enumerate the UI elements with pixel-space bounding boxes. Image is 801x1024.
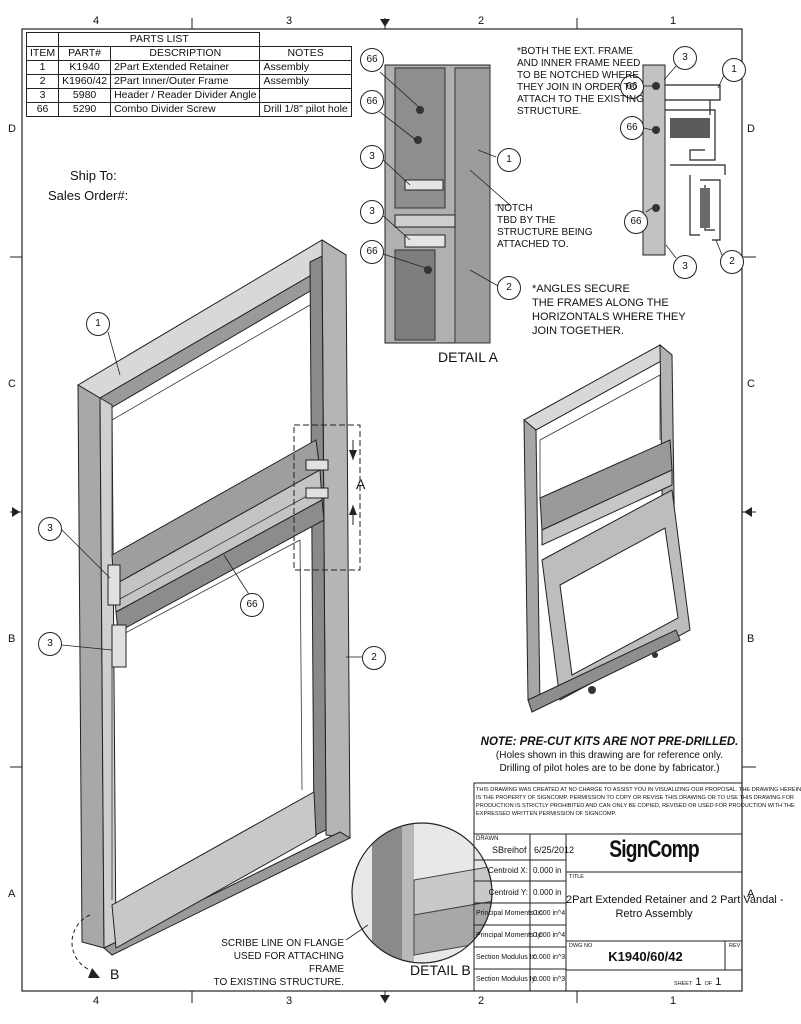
dwg-no: K1940/60/42 <box>608 949 683 964</box>
prop-label: Centroid Y: <box>488 888 528 897</box>
callout-1: 1 <box>497 148 521 172</box>
zone-left-c: C <box>8 378 16 390</box>
callout-3: 3 <box>673 46 697 70</box>
zone-top-1: 1 <box>670 15 677 27</box>
callout-66: 66 <box>624 210 648 234</box>
zone-right-a: A <box>747 888 755 900</box>
callout-3: 3 <box>360 200 384 224</box>
zone-bottom-1: 1 <box>670 995 677 1007</box>
callout-66: 66 <box>620 116 644 140</box>
prop-value: 0.000 in^4 <box>533 932 566 939</box>
callout-2: 2 <box>497 276 521 300</box>
dwg-no-label: DWG NO <box>569 943 593 949</box>
profile-section-drawing <box>642 64 726 259</box>
zone-right-d: D <box>747 123 755 135</box>
callout-1: 1 <box>86 312 110 336</box>
disclaimer-text: THIS DRAWING WAS CREATED AT NO CHARGE TO… <box>476 787 801 817</box>
right-window-drawing <box>523 343 691 713</box>
note-precut-title: NOTE: PRE-CUT KITS ARE NOT PRE-DRILLED. <box>480 736 739 748</box>
prop-value: 0.000 in^3 <box>533 976 566 983</box>
prop-label: Section Modulus Ix: <box>476 954 538 961</box>
prop-label: Principal Moments Ix: <box>476 910 543 917</box>
main-frame-drawing <box>61 239 362 978</box>
zone-left-b: B <box>8 633 16 645</box>
callout-3: 3 <box>38 632 62 656</box>
callout-3: 3 <box>38 517 62 541</box>
zone-right-b: B <box>747 633 755 645</box>
drawing-border <box>10 18 756 1003</box>
zone-left-a: A <box>8 888 16 900</box>
prop-value: 0.000 in^3 <box>533 954 566 961</box>
callout-66: 66 <box>240 593 264 617</box>
zone-bottom-2: 2 <box>478 995 485 1007</box>
title-label: TITLE <box>569 874 584 880</box>
note-precut: NOTE: PRE-CUT KITS ARE NOT PRE-DRILLED. … <box>477 736 742 775</box>
callout-3: 3 <box>360 145 384 169</box>
drawing-title: 2Part Extended Retainer and 2 Part Vanda… <box>566 894 784 920</box>
drawn-label: DRAWN <box>476 836 499 842</box>
zone-left-d: D <box>8 123 16 135</box>
prop-label: Centroid X: <box>487 866 528 875</box>
ship-to-label: Ship To: <box>70 168 117 183</box>
callout-3: 3 <box>673 255 697 279</box>
prop-label: Principal Moments Iy: <box>476 932 543 939</box>
section-b-label: B <box>110 966 120 982</box>
sales-order-label: Sales Order#: <box>48 188 129 203</box>
prop-value: 0.000 in^4 <box>533 910 566 917</box>
detail-b-drawing <box>345 822 493 964</box>
prop-label: Section Modulus Iy: <box>476 976 538 983</box>
detail-a-label: DETAIL A <box>438 349 498 365</box>
drawn-date: 6/25/2012 <box>534 845 575 855</box>
prop-value: 0.000 in <box>533 888 562 897</box>
callout-66: 66 <box>360 48 384 72</box>
callout-66: 66 <box>620 75 644 99</box>
callout-66: 66 <box>360 90 384 114</box>
callout-2: 2 <box>720 250 744 274</box>
detail-b-label: DETAIL B <box>410 962 471 978</box>
zone-bottom-3: 3 <box>286 995 293 1007</box>
zone-top-2: 2 <box>478 15 485 27</box>
callout-1: 1 <box>722 58 746 82</box>
rev-label: REV <box>729 943 741 949</box>
detail-a-drawing <box>379 64 512 344</box>
callout-66: 66 <box>360 240 384 264</box>
parts-list-header: ITEM PART# DESCRIPTION NOTES <box>25 46 352 61</box>
sheet-info: SHEET 1 OF 1 <box>674 976 722 988</box>
callout-2: 2 <box>362 646 386 670</box>
title-block-grid <box>473 782 743 992</box>
company-logo: SignComp <box>609 836 699 863</box>
zone-bottom-4: 4 <box>93 995 100 1007</box>
prop-value: 0.000 in <box>533 866 562 875</box>
zone-top-3: 3 <box>286 15 293 27</box>
parts-list-table: PARTS LIST ITEM PART# DESCRIPTION NOTES … <box>25 32 352 117</box>
drawn-by: SBreihof <box>492 845 527 855</box>
section-a-label: A <box>356 476 366 492</box>
zone-right-c: C <box>747 378 755 390</box>
zone-top-4: 4 <box>93 15 100 27</box>
